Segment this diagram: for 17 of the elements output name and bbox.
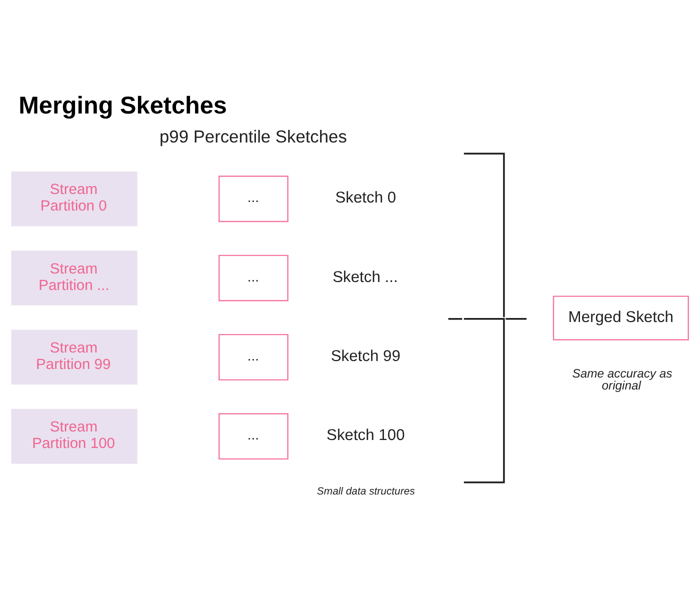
node-box: ...	[218, 334, 288, 380]
node-box: ...	[218, 176, 288, 222]
diagram-title: Merging Sketches	[18, 92, 227, 120]
node-label: Sketch 100	[326, 427, 405, 444]
node-box: Stream Partition 99	[11, 330, 138, 385]
label: Small data structures	[316, 486, 415, 498]
node-box: ...	[218, 413, 288, 460]
node-box: Stream Partition 0	[11, 172, 138, 226]
node-label: Same accuracy as original	[572, 366, 672, 393]
node-box: ...	[218, 254, 288, 302]
node-box: Stream Partition ...	[11, 250, 138, 306]
node-box: Merged Sketch	[552, 296, 689, 340]
node-box: Stream Partition 100	[11, 408, 138, 464]
node-label: Sketch 0	[335, 190, 396, 207]
node-label: Sketch ...	[332, 268, 398, 286]
label: p99 Percentile Sketches	[160, 126, 347, 146]
node-label: Sketch 99	[330, 348, 400, 366]
